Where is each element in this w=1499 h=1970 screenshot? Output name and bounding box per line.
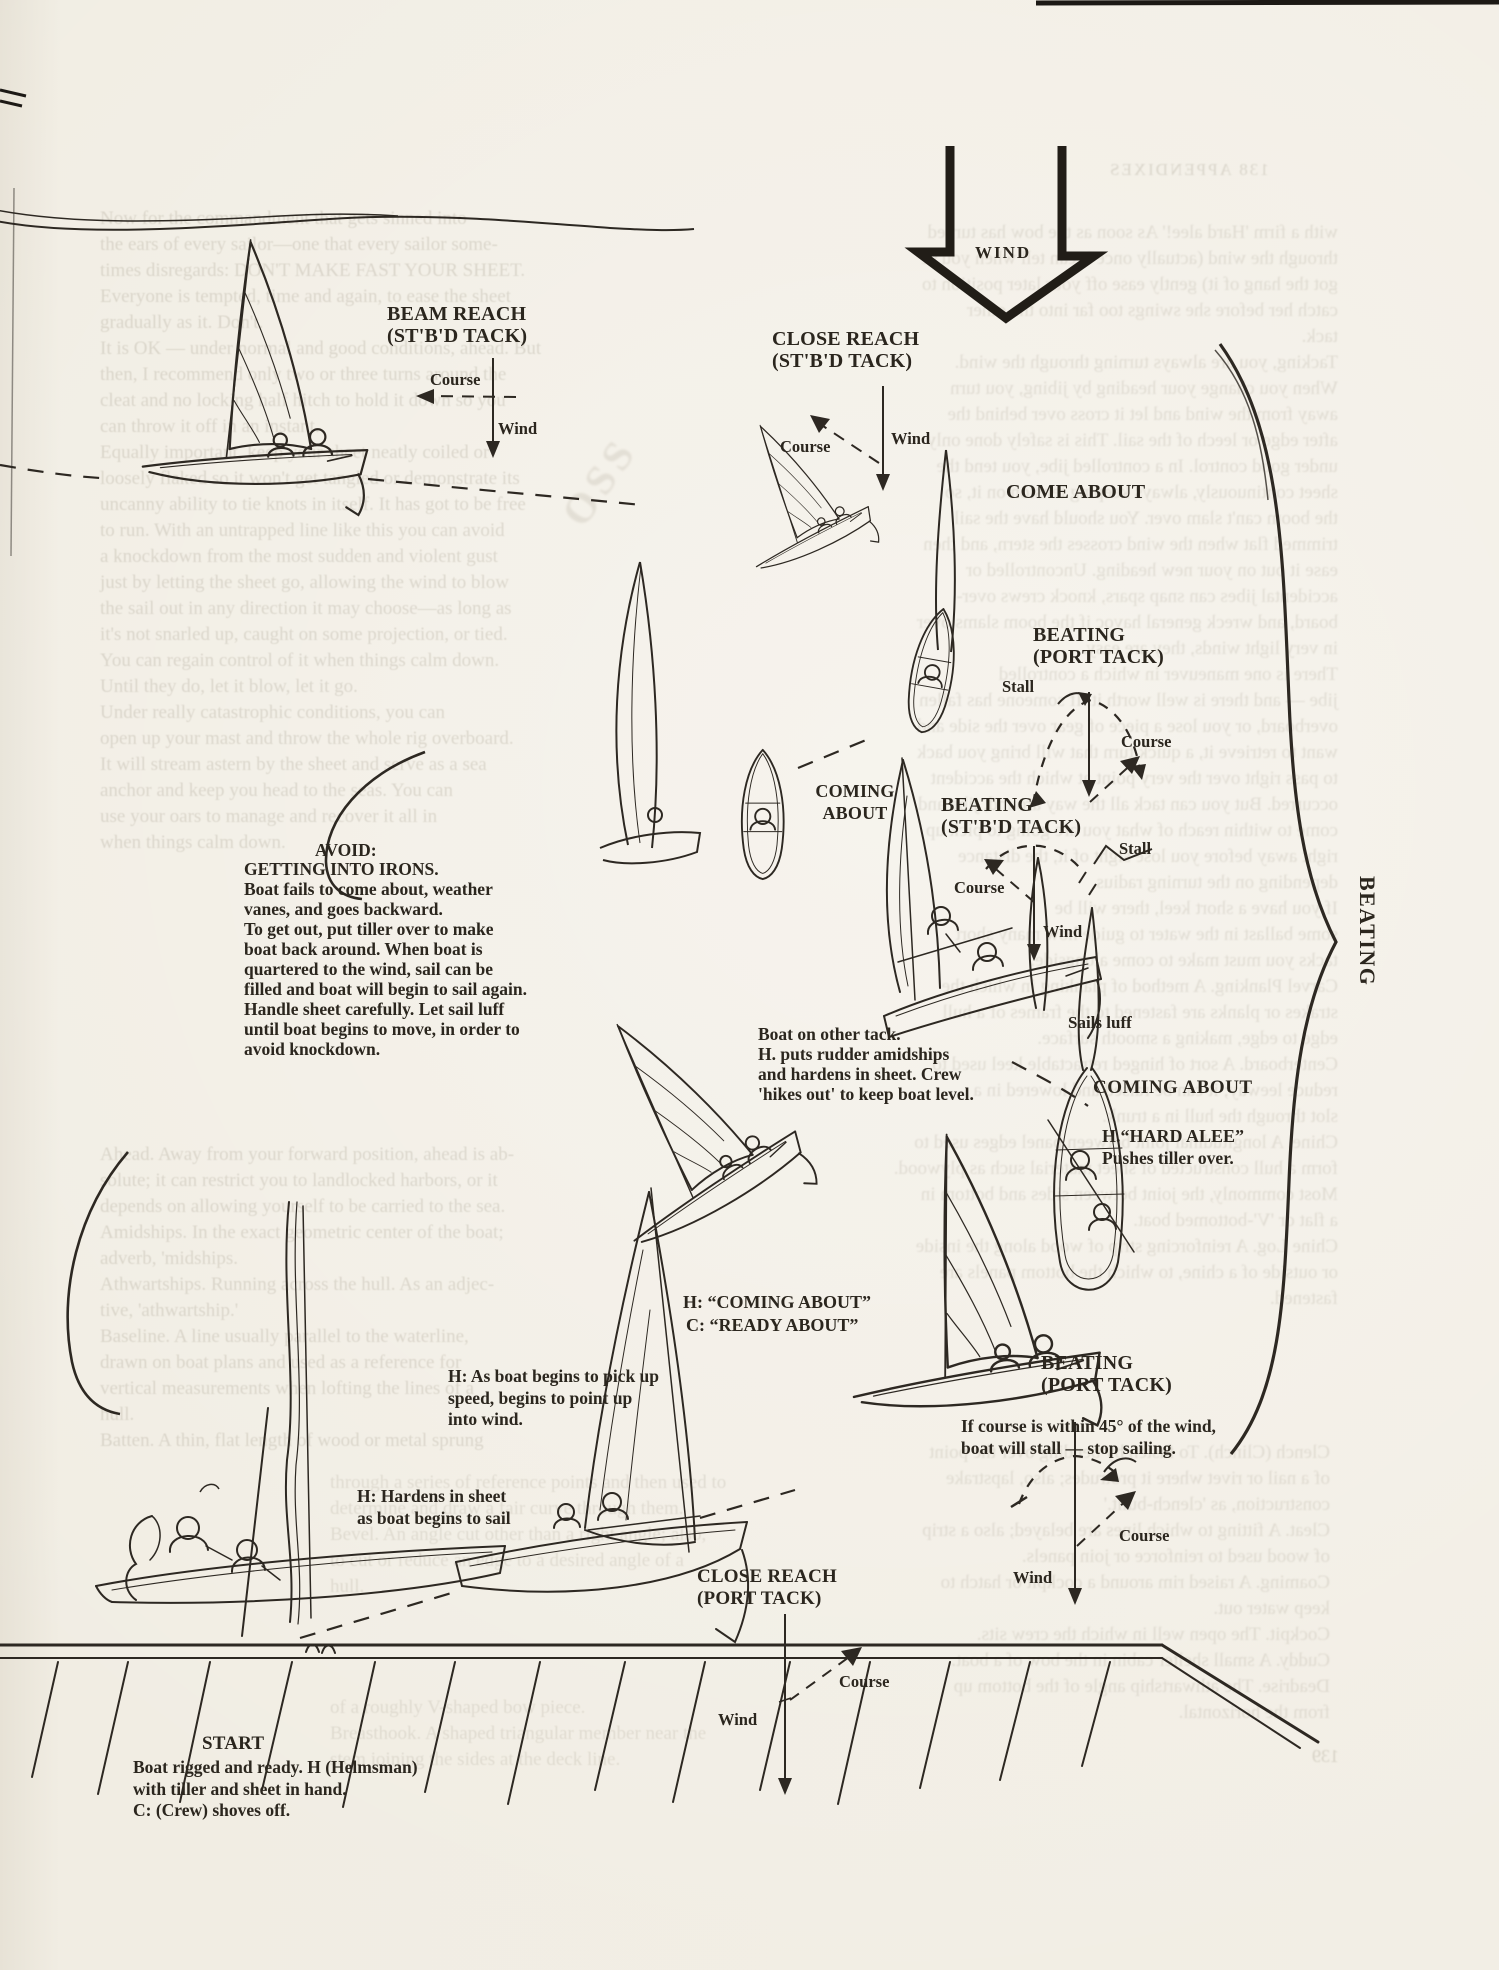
hardens-block: H: Hardens in sheet as boat begins to sa… (357, 1486, 511, 1528)
crp-wind-label: Wind (718, 1710, 758, 1729)
crp-course-label: Course (839, 1672, 890, 1691)
avoid-block: GETTING INTO IRONS. Boat fails to come a… (244, 859, 527, 1059)
boat-luffing-mid (599, 561, 702, 865)
dock (0, 1643, 1320, 1808)
turn-curves (66, 750, 426, 1493)
stall-note: If course is within 45° of the wind, boa… (961, 1416, 1216, 1458)
boat-start-at-dock (95, 1201, 506, 1637)
crsb-wind-label: Wind (891, 429, 931, 448)
crew-call-line2: C: “READY ABOUT” (686, 1315, 859, 1335)
boat-hardens-sheet (455, 1187, 750, 1644)
bp2-course-label: Course (1119, 1526, 1170, 1545)
beam-reach-wind-diagram (416, 358, 517, 458)
bp2-wind-label: Wind (1013, 1568, 1053, 1587)
scan-edge-marks (0, 0, 1499, 557)
boat-other-tack (883, 757, 1102, 1039)
bleed-left-glossary-3: of a roughly V-shaped bow piece.Breastho… (330, 1697, 707, 1770)
beam-course-label: Course (430, 370, 481, 389)
beating-port-stall-fan (1029, 692, 1146, 808)
wind-arrow (904, 146, 1109, 324)
bleed-left-glossary: Ahead. Away from your forward position, … (100, 1144, 515, 1451)
beating-port2-title: BEATING (PORT TACK) (1041, 1352, 1172, 1396)
wind-big-label: WIND (975, 243, 1032, 262)
bp-stall-label: Stall (1002, 677, 1035, 696)
other-tack-block: Boat on other tack. H. puts rudder amids… (758, 1024, 974, 1104)
close-reach-sb-wind-diagram (810, 386, 890, 491)
helmsman-call-line1: H: “COMING ABOUT” (683, 1292, 872, 1312)
bs-wind-label: Wind (1043, 922, 1083, 941)
start-block: Boat rigged and ready. H (Helmsman) with… (133, 1757, 418, 1820)
sheet-line (0, 209, 695, 232)
close-reach-sb-title: CLOSE REACH (ST'B'D TACK) (772, 328, 920, 372)
coming-about-right-title: COMING ABOUT (1093, 1077, 1253, 1098)
beating-port2-stall-fan (1010, 1422, 1137, 1605)
beating-vertical-title: BEATING (1355, 876, 1380, 987)
bleed-left-column: Now for the commandment that gets sinned… (100, 208, 542, 853)
crsb-course-label: Course (780, 437, 831, 456)
hard-alee-line2: Pushes tiller over. (1102, 1148, 1234, 1168)
beating-brace (1214, 343, 1338, 1456)
bs-stall-label: Stall (1119, 839, 1152, 858)
beam-reach-title: BEAM REACH (ST'B'D TACK) (387, 303, 528, 347)
course-path (0, 463, 1089, 1640)
bleed-left-glossary-2: through a series of reference points and… (330, 1472, 727, 1597)
boat-come-about (900, 449, 965, 737)
start-title: START (202, 1733, 265, 1754)
beam-wind-label: Wind (498, 419, 538, 438)
boat-hard-alee (1028, 857, 1135, 1291)
beating-sb-title: BEATING (ST'B'D TACK) (941, 794, 1082, 838)
pickup-block: H: As boat begins to pick up speed, begi… (448, 1366, 660, 1429)
avoid-title: AVOID: (315, 840, 377, 860)
close-reach-port-title: CLOSE REACH (PORT TACK) (697, 1566, 837, 1609)
coming-about-mid-title: COMING ABOUT (815, 781, 895, 823)
beating-port-title: BEATING (PORT TACK) (1033, 624, 1164, 668)
hard-alee-line1: H.“HARD ALEE” (1102, 1126, 1245, 1146)
bs-course-label: Course (954, 878, 1005, 897)
close-reach-port-wind-diagram (778, 1614, 862, 1795)
sails-luff-label: Sails luff (1068, 1013, 1132, 1032)
come-about-title: COME ABOUT (1006, 481, 1146, 503)
bp-course-label: Course (1121, 732, 1172, 751)
